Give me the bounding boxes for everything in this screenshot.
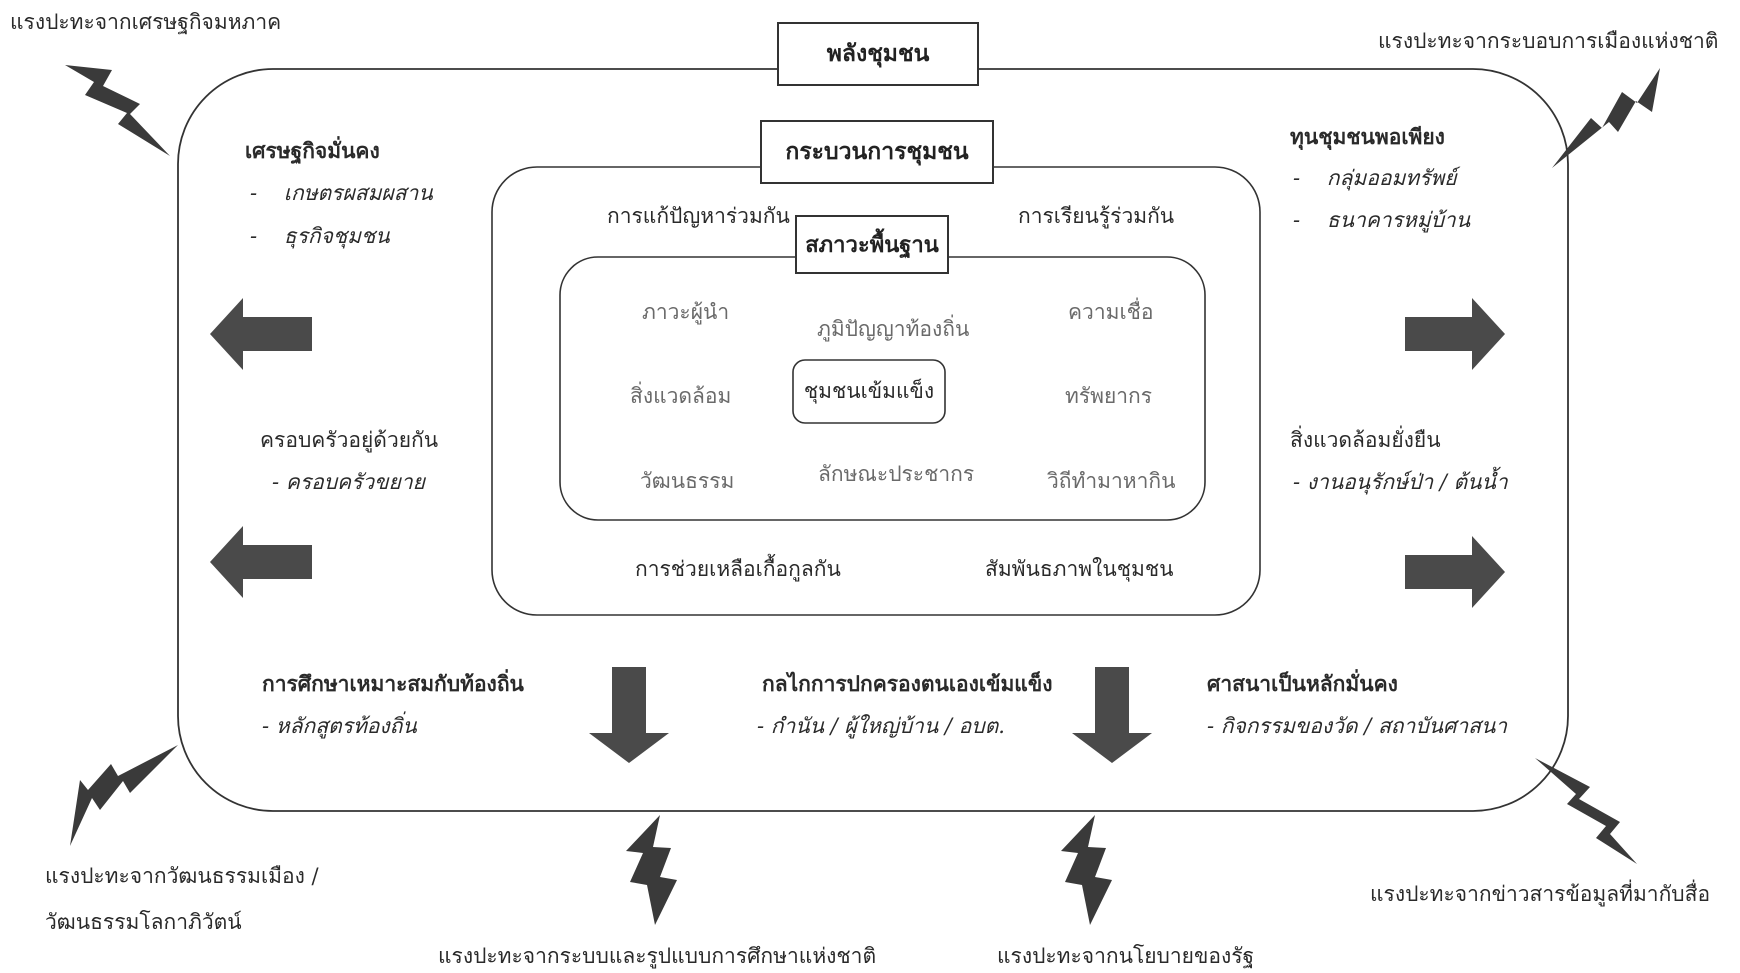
bolt-bottom-mid-right — [1061, 815, 1112, 925]
governance-item-text: กำนัน / ผู้ใหญ่บ้าน / อบต. — [770, 714, 1005, 738]
foundation-wisdom: ภูมิปัญญาท้องถิ่น — [817, 317, 970, 341]
process-learning: การเรียนรู้ร่วมกัน — [1018, 204, 1175, 228]
foundation-culture: วัฒนธรรม — [640, 469, 735, 493]
foundation-belief: ความเชื่อ — [1068, 300, 1154, 324]
force-macro-economy: แรงปะทะจากเศรษฐกิจมหภาค — [10, 10, 282, 34]
force-national-education: แรงปะทะจากระบบและรูปแบบการศึกษาแห่งชาติ — [438, 944, 877, 968]
education-heading: การศึกษาเหมาะสมกับท้องถิ่น — [262, 671, 524, 696]
family-heading: ครอบครัวอยู่ด้วยกัน — [260, 428, 439, 452]
environment-item: - งานอนุรักษ์ป่า / ต้นน้ำ — [1293, 470, 1508, 494]
foundation-leadership: ภาวะผู้นำ — [642, 300, 730, 324]
arrow-down-right — [1072, 667, 1152, 763]
religion-item-text: กิจกรรมของวัด / สถาบันศาสนา — [1220, 714, 1508, 738]
capital-heading: ทุนชุมชนพอเพียง — [1290, 124, 1445, 149]
process-problem-solving: การแก้ปัญหาร่วมกัน — [607, 204, 790, 228]
arrow-right-lower — [1405, 536, 1505, 608]
family-item: - ครอบครัวขยาย — [272, 470, 425, 494]
governance-heading: กลไกการปกครองตนเองเข้มแข็ง — [762, 671, 1053, 696]
foundation-population: ลักษณะประชากร — [818, 462, 975, 486]
bolt-bottom-mid-left — [626, 815, 677, 925]
capital-item-1-text: กลุ่มออมทรัพย์ — [1326, 166, 1457, 190]
foundation-livelihood: วิถีทำมาหากิน — [1047, 469, 1176, 493]
community-process-title: กระบวนการชุมชน — [760, 120, 994, 184]
education-item: - หลักสูตรท้องถิ่น — [262, 714, 417, 738]
environment-heading: สิ่งแวดล้อมยั่งยืน — [1290, 428, 1441, 452]
core-ring — [792, 359, 946, 424]
foundation-surroundings: สิ่งแวดล้อม — [630, 384, 732, 408]
family-item-text: ครอบครัวขยาย — [285, 470, 425, 494]
community-power-title: พลังชุมชน — [777, 22, 979, 86]
education-item-text: หลักสูตรท้องถิ่น — [275, 714, 417, 738]
economy-item-2: - ธุรกิจชุมชน — [250, 224, 390, 248]
bolt-top-left — [65, 65, 170, 156]
arrow-right-upper — [1405, 298, 1505, 370]
force-urban-culture-line1: แรงปะทะจากวัฒนธรรมเมือง / — [45, 864, 319, 888]
religion-item: - กิจกรรมของวัด / สถาบันศาสนา — [1207, 714, 1508, 738]
bolt-bottom-right — [1535, 758, 1637, 864]
bolt-top-right — [1552, 68, 1660, 168]
force-urban-culture-line2: วัฒนธรรมโลกาภิวัตน์ — [45, 910, 242, 934]
force-national-politics: แรงปะทะจากระบอบการเมืองแห่งชาติ — [1378, 29, 1719, 53]
arrow-left-lower — [210, 526, 312, 598]
arrow-left-upper — [210, 298, 312, 370]
force-media-information: แรงปะทะจากข่าวสารข้อมูลที่มากับสื่อ — [1370, 882, 1711, 906]
strong-community-core: ชุมชนเข้มแข็ง — [803, 379, 935, 403]
capital-item-2-text: ธนาคารหมู่บ้าน — [1326, 208, 1471, 232]
foundation-resources: ทรัพยากร — [1065, 384, 1153, 408]
economy-item-1-text: เกษตรผสมผสาน — [283, 181, 433, 205]
arrow-down-left — [589, 667, 669, 763]
economy-item-2-text: ธุรกิจชุมชน — [283, 224, 390, 248]
economy-heading: เศรษฐกิจมั่นคง — [245, 138, 380, 163]
process-relations: สัมพันธภาพในชุมชน — [985, 557, 1174, 581]
force-state-policy: แรงปะทะจากนโยบายของรัฐ — [997, 944, 1255, 968]
environment-item-text: งานอนุรักษ์ป่า / ต้นน้ำ — [1306, 470, 1508, 494]
capital-item-1: - กลุ่มออมทรัพย์ — [1293, 166, 1457, 190]
governance-item: - กำนัน / ผู้ใหญ่บ้าน / อบต. — [757, 714, 1005, 738]
economy-item-1: - เกษตรผสมผสาน — [250, 181, 433, 205]
process-mutual-help: การช่วยเหลือเกื้อกูลกัน — [635, 557, 841, 581]
bolt-bottom-left — [70, 745, 178, 846]
religion-heading: ศาสนาเป็นหลักมั่นคง — [1207, 671, 1398, 696]
capital-item-2: - ธนาคารหมู่บ้าน — [1293, 208, 1471, 232]
foundation-title: สภาวะพื้นฐาน — [795, 215, 949, 274]
